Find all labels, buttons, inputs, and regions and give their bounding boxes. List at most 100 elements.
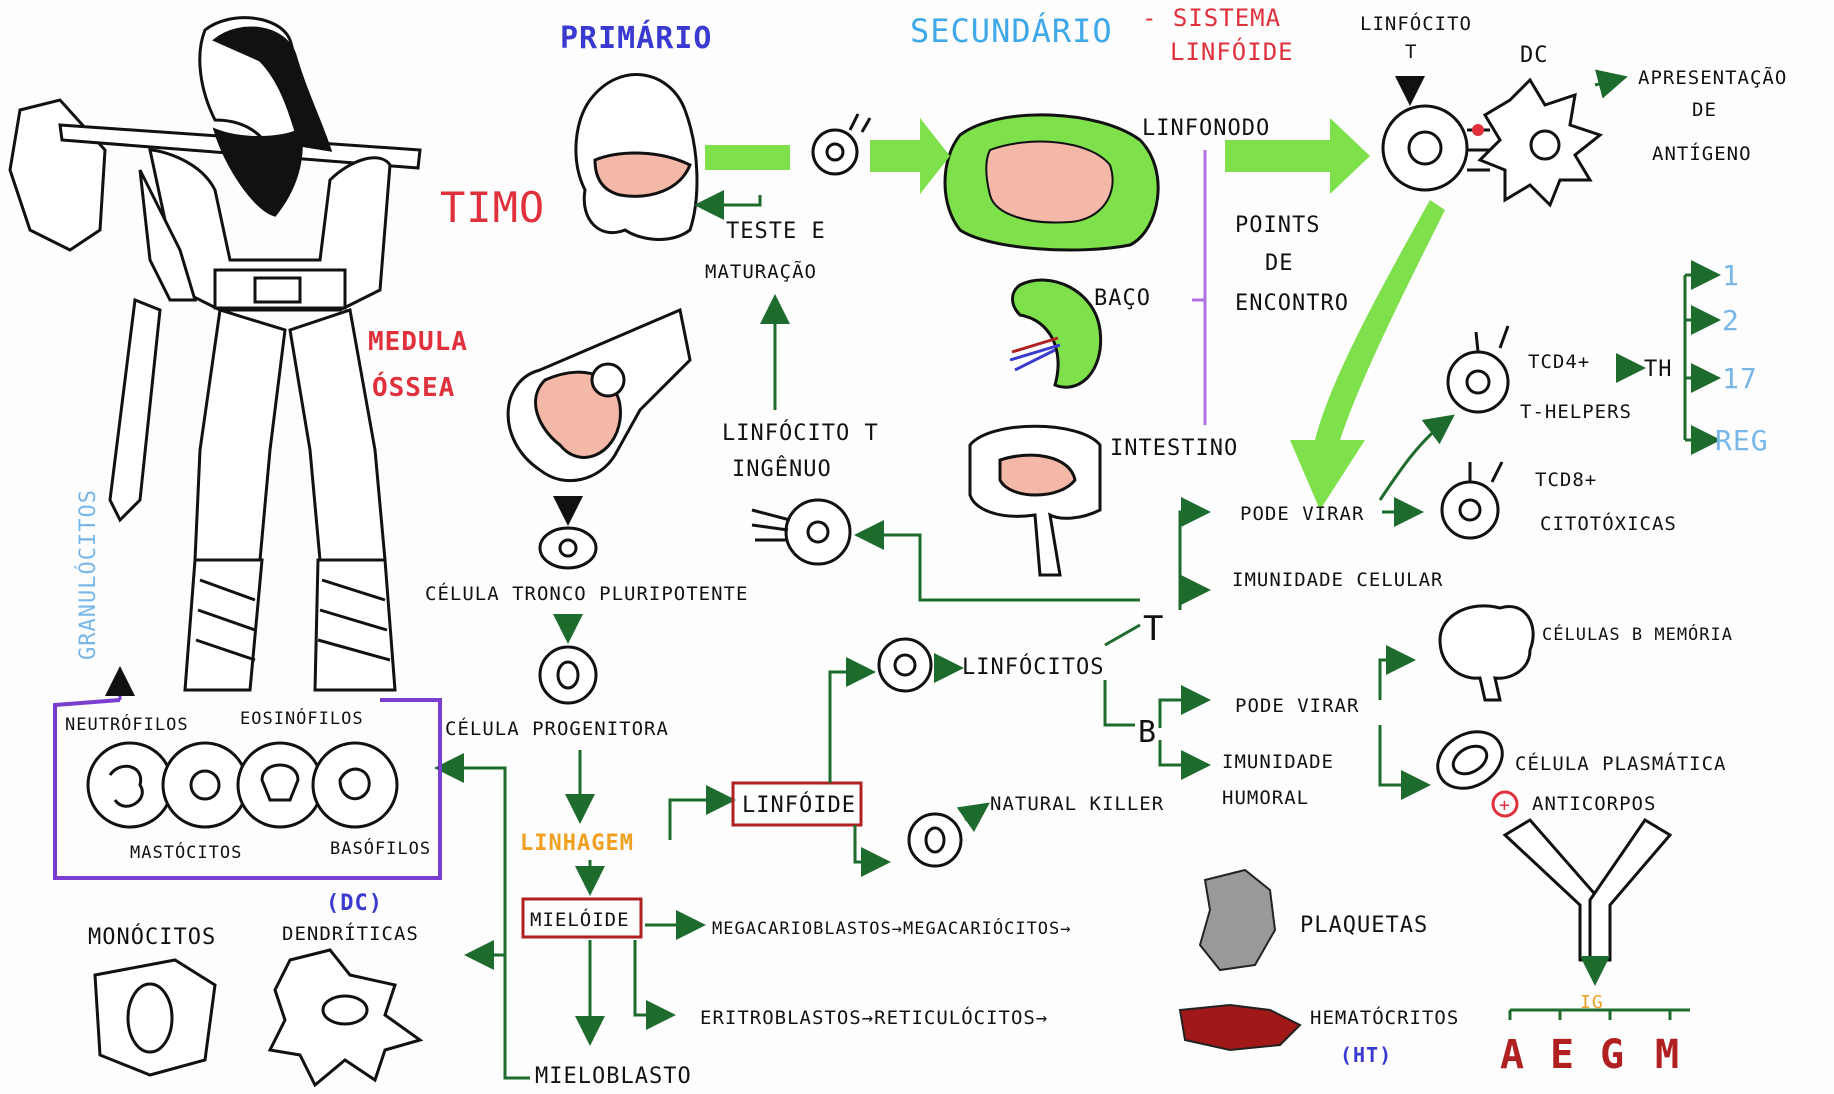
- label-timo: TIMO: [440, 183, 545, 232]
- isotype-label: E: [1550, 1032, 1575, 1078]
- label-linfonodo: LINFONODO: [1142, 116, 1270, 141]
- label-apresentacao-1: APRESENTAÇÃO: [1638, 66, 1787, 89]
- label-plus: +: [1499, 795, 1511, 816]
- tcd4-cell: [1446, 325, 1510, 414]
- label-apresentacao-2: DE: [1692, 99, 1717, 121]
- label-dc-mid: (DC): [326, 891, 383, 916]
- plus-circle: [1491, 790, 1519, 818]
- label-mastocitos: MASTÓCITOS: [130, 841, 242, 863]
- label-points-3: ENCONTRO: [1235, 291, 1349, 316]
- label-ingenuo-2: INGÊNUO: [732, 456, 832, 482]
- meeting-point-bracket: [1192, 150, 1207, 425]
- header-sistema: - SISTEMA: [1142, 4, 1281, 32]
- lymph-node-illustration: [943, 113, 1160, 252]
- arrow-apresentacao: [1594, 69, 1628, 99]
- naive-t-cell: [751, 498, 852, 566]
- label-megacario: MEGACARIOBLASTOS→MEGACARIÓCITOS→: [712, 917, 1072, 939]
- th-subset-label: 2: [1722, 304, 1740, 337]
- label-humoral: HUMORAL: [1222, 787, 1309, 809]
- arrow-to-granulocytes: [434, 753, 530, 1080]
- nk-cell: [907, 812, 963, 868]
- label-apresentacao-3: ANTÍGENO: [1652, 142, 1752, 165]
- th-subset-label: 17: [1722, 362, 1758, 395]
- arrow-to-memoria: [1378, 645, 1416, 700]
- header-secundario: SECUNDÁRIO: [910, 12, 1113, 50]
- arrow-to-tcd4: [1378, 414, 1455, 501]
- label-memoria: CÉLULAS B MEMÓRIA: [1542, 623, 1733, 645]
- label-ingenuo-1: LINFÓCITO T: [722, 420, 879, 446]
- arrow-t-to-naive: [854, 520, 1140, 602]
- label-natural-killer: NATURAL KILLER: [990, 793, 1164, 815]
- arrow-t-pode-virar: [1178, 497, 1211, 610]
- tcd8-cell: [1440, 461, 1504, 540]
- label-dc-top: DC: [1520, 43, 1549, 68]
- spleen-illustration: [1009, 278, 1103, 389]
- label-imunidade: IMUNIDADE: [1222, 751, 1334, 773]
- line-to-t: [1104, 623, 1141, 647]
- thymus-illustration: [574, 73, 699, 241]
- isotype-label: M: [1655, 1032, 1680, 1078]
- progenitor-cell: [538, 645, 598, 705]
- th-subset-label: REG: [1715, 424, 1769, 457]
- monocyte-cell: [93, 958, 217, 1077]
- bone-marrow-illustration: [506, 307, 692, 483]
- label-ig: IG: [1580, 992, 1604, 1013]
- label-th: TH: [1644, 357, 1673, 382]
- label-linfoide: LINFÓIDE: [742, 792, 856, 818]
- arrow-b-imunidade: [1158, 740, 1211, 780]
- label-citotoxicas: CITOTÓXICAS: [1540, 511, 1677, 535]
- label-plaquetas: PLAQUETAS: [1300, 913, 1428, 938]
- granulocyte-cells: [86, 741, 399, 829]
- granulocyte-box: [53, 698, 442, 880]
- label-monocitos: MONÓCITOS: [88, 924, 216, 950]
- label-eosinofilos: EOSINÓFILOS: [240, 707, 364, 729]
- label-granulocitos: GRANULÓCITOS: [75, 489, 101, 660]
- label-tcd4: TCD4+: [1528, 351, 1590, 373]
- intestine-illustration: [968, 424, 1102, 577]
- label-imunidade-celular: IMUNIDADE CELULAR: [1232, 569, 1443, 591]
- label-t: T: [1143, 609, 1164, 649]
- label-basofilos: BASÓFILOS: [330, 837, 431, 859]
- arrow-to-eritro: [633, 940, 676, 1030]
- label-b-pode-virar: PODE VIRAR: [1235, 695, 1359, 717]
- label-maturacao: MATURAÇÃO: [705, 260, 817, 283]
- label-ht: (HT): [1340, 1043, 1392, 1067]
- linfoide-box: [731, 781, 863, 827]
- plasma-cell-icon: [1436, 730, 1504, 790]
- isotype-label: A: [1500, 1032, 1525, 1078]
- label-eritro: ERITROBLASTOS→RETICULÓCITOS→: [700, 1005, 1048, 1029]
- label-progenitora: CÉLULA PROGENITORA: [445, 717, 669, 740]
- label-points-1: POINTS: [1235, 213, 1320, 238]
- t-cell-dc-interaction: [1381, 76, 1604, 208]
- label-ossea: ÓSSEA: [372, 371, 455, 403]
- platelets-icon: [1198, 868, 1277, 972]
- label-t-pode-virar: PODE VIRAR: [1240, 503, 1364, 525]
- label-dendriticas: DENDRÍTICAS: [282, 922, 419, 945]
- label-linfocitos: LINFÓCITOS: [962, 654, 1104, 680]
- label-baco: BAÇO: [1094, 286, 1151, 311]
- label-mieloblasto: MIELOBLASTO: [535, 1064, 692, 1089]
- isotype-bracket: [1508, 1008, 1690, 1020]
- arrow-to-linfocitos: [828, 657, 876, 783]
- arrow-to-plasmatica: [1378, 725, 1431, 800]
- label-anticorpos: ANTICORPOS: [1532, 793, 1656, 815]
- label-neutrofilos: NEUTRÓFILOS: [65, 713, 189, 735]
- arrow-nk-label: [956, 802, 990, 833]
- label-hematocritos: HEMATÓCRITOS: [1310, 1005, 1459, 1029]
- line-to-b: [1103, 680, 1135, 727]
- label-teste: TESTE E: [726, 219, 826, 244]
- label-linfocito-t-top: LINFÓCITO: [1360, 11, 1472, 35]
- label-celula-tronco: CÉLULA TRONCO PLURIPOTENTE: [425, 582, 748, 605]
- arrow-to-linfoide: [668, 785, 736, 840]
- label-t-helpers: T-HELPERS: [1520, 401, 1632, 423]
- warrior-illustration: [8, 16, 422, 692]
- label-linhagem: LINHAGEM: [520, 831, 634, 856]
- label-b: B: [1138, 715, 1157, 750]
- lymphocyte-cell: [877, 637, 933, 693]
- arrow-to-nk: [853, 825, 891, 877]
- arrow-teste-maturacao: [694, 190, 762, 220]
- antibody-icon: [1502, 817, 1673, 962]
